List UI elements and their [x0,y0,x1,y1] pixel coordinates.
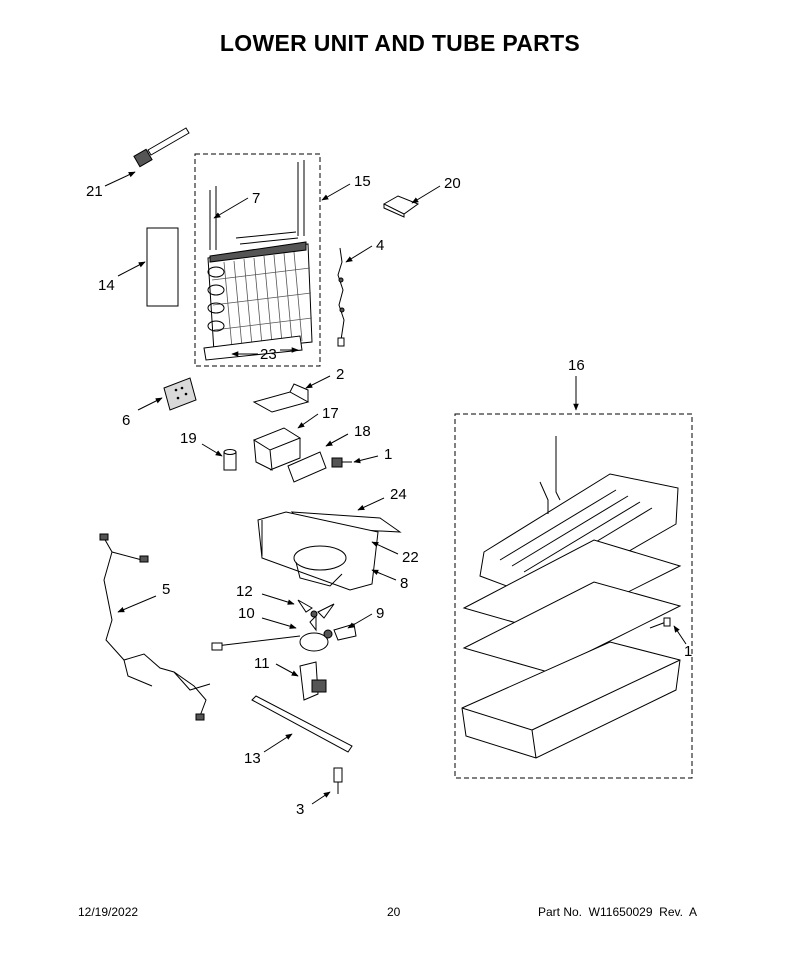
part-17-drawing [252,427,302,471]
part-12-drawing [297,599,335,632]
part-16-boundary [454,413,693,779]
part-20-drawing [382,195,420,218]
footer-date: 12/19/2022 [78,905,139,919]
part-14-drawing [146,227,179,307]
part-16-assembly [454,413,693,779]
callout-20: 20 [444,175,461,192]
callout-18: 18 [354,423,371,440]
callout-21: 21 [86,183,103,200]
part-5-drawing [99,533,211,721]
callout-13: 13 [244,750,261,767]
callout-arrows [104,171,687,805]
callout-9: 9 [376,605,384,622]
callout-14: 14 [98,277,115,294]
callout-10: 10 [238,605,255,622]
callout-6: 6 [122,412,130,429]
callout-24: 24 [390,486,407,503]
part-3-drawing [333,767,343,794]
callout-15: 15 [354,173,371,190]
part-9-drawing [333,623,357,641]
callout-17: 17 [322,405,339,422]
part-8-drawing [257,511,379,591]
part-16-layer-b [462,581,682,673]
callout-23: 23 [260,346,277,363]
part-18-drawing [287,451,327,483]
part-10-drawing [211,629,333,652]
callout-5: 5 [162,581,170,598]
callout-1-upper: 1 [384,446,392,463]
part-2-drawing [252,383,310,413]
callout-22: 22 [402,549,419,566]
part-15-boundary [194,153,321,367]
page-title: LOWER UNIT AND TUBE PARTS [219,30,581,56]
part-21-drawing [133,127,190,168]
part-19-drawing [223,449,237,471]
callout-3: 3 [296,801,304,818]
callout-2: 2 [336,366,344,383]
part-1-screw-drawing [331,457,352,468]
callout-16: 16 [568,357,585,374]
evaporator-assembly [194,153,321,367]
callout-12: 12 [236,583,253,600]
callout-8: 8 [400,575,408,592]
part-11-drawing [299,661,327,701]
part-6-drawing [163,377,197,411]
footer-part-number: Part No. W11650029 Rev. A [538,905,697,919]
callout-19: 19 [180,430,197,447]
part-13-drawing [251,695,353,753]
footer-page-number: 20 [387,905,401,919]
part-4-drawing [337,247,345,347]
callout-11: 11 [254,655,270,672]
callout-4: 4 [376,237,384,254]
callout-1-lower: 1 [684,643,692,660]
callout-7: 7 [252,190,260,207]
